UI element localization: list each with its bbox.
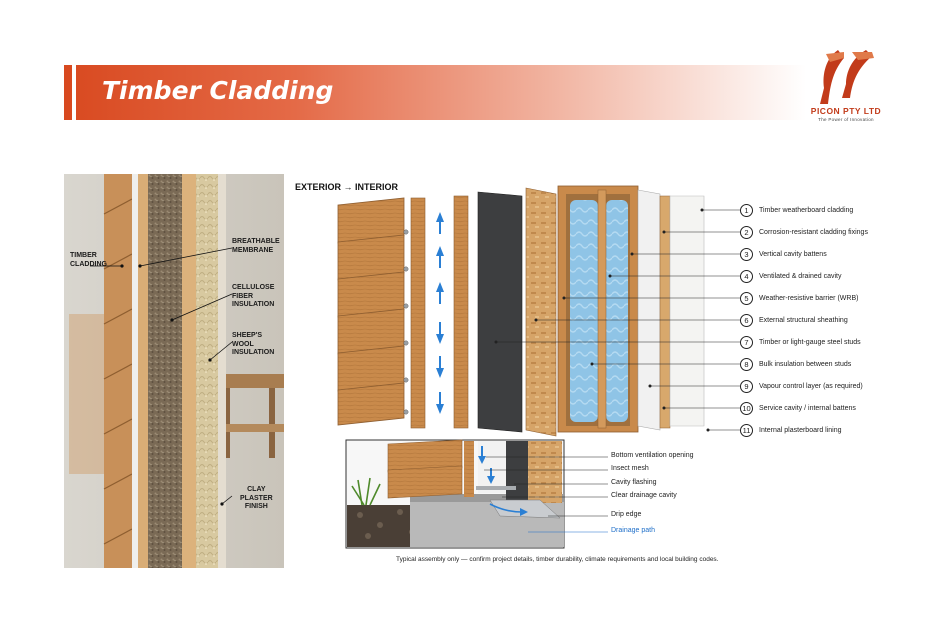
- legend-number: 4: [740, 269, 753, 283]
- label-cellulose-insulation: Cellulose Fiber Insulation: [232, 284, 275, 308]
- legend-item: 4 Ventilated & drained cavity: [740, 269, 842, 283]
- legend-number: 3: [740, 247, 753, 261]
- legend-label: Timber or light-gauge steel studs: [759, 338, 861, 346]
- legend-number: 7: [740, 335, 753, 349]
- legend-number: 2: [740, 225, 753, 239]
- detail-label-insect-mesh: Insect mesh: [611, 465, 649, 472]
- wall-section-photo: Timber Cladding Breathable Membrane Cell…: [64, 174, 284, 568]
- legend-item: 2 Corrosion-resistant cladding fixings: [740, 225, 868, 239]
- legend-item: 3 Vertical cavity battens: [740, 247, 827, 261]
- title-banner: [76, 65, 806, 120]
- banner-accent: [64, 65, 72, 120]
- legend-number: 9: [740, 379, 753, 393]
- legend-label: Corrosion-resistant cladding fixings: [759, 228, 868, 236]
- weatherboard-group: [337, 197, 405, 426]
- detail-label-drainage-path: Drainage path: [611, 527, 655, 534]
- legend-label: Vapour control layer (as required): [759, 382, 863, 390]
- legend-label: Internal plasterboard lining: [759, 426, 842, 434]
- legend-item: 8 Bulk insulation between studs: [740, 357, 851, 371]
- legend-item: 1 Timber weatherboard cladding: [740, 203, 853, 217]
- legend-label: Weather-resistive barrier (WRB): [759, 294, 859, 302]
- legend-number: 6: [740, 313, 753, 327]
- legend-item: 11 Internal plasterboard lining: [740, 423, 842, 437]
- label-wool-insulation: Sheep's Wool Insulation: [232, 332, 275, 356]
- picon-logo-icon: [820, 50, 874, 104]
- legend-label: Ventilated & drained cavity: [759, 272, 842, 280]
- legend-number: 5: [740, 291, 753, 305]
- legend-item: 5 Weather-resistive barrier (WRB): [740, 291, 858, 305]
- legend-label: Vertical cavity battens: [759, 250, 827, 258]
- legend-number: 11: [740, 423, 753, 437]
- label-breathable-membrane: Breathable Membrane: [232, 238, 280, 254]
- diagram-heading: EXTERIOR → INTERIOR: [295, 182, 399, 192]
- footnote: Typical assembly only — confirm project …: [396, 556, 719, 563]
- legend-label: External structural sheathing: [759, 316, 848, 324]
- page-title: Timber Cladding: [102, 76, 334, 105]
- logo-name: PICON PTY LTD: [810, 106, 882, 116]
- base-detail-inset: [345, 439, 608, 549]
- detail-label-ventilation-opening: Bottom ventilation opening: [611, 452, 694, 459]
- detail-label-drainage-cavity: Clear drainage cavity: [611, 492, 677, 499]
- logo-tagline: The Power of Innovation: [818, 117, 874, 122]
- wall-photo-illustration: [64, 174, 284, 568]
- legend-label: Service cavity / internal battens: [759, 404, 856, 412]
- label-clay-plaster: Clay Plaster Finish: [240, 486, 273, 510]
- legend-item: 10 Service cavity / internal battens: [740, 401, 856, 415]
- legend-number: 1: [740, 203, 753, 217]
- legend-number: 8: [740, 357, 753, 371]
- label-timber-cladding: Timber Cladding: [70, 252, 107, 268]
- legend-item: 9 Vapour control layer (as required): [740, 379, 863, 393]
- detail-label-cavity-flashing: Cavity flashing: [611, 479, 657, 486]
- legend-item: 6 External structural sheathing: [740, 313, 848, 327]
- legend-number: 10: [740, 401, 753, 415]
- detail-label-drip-edge: Drip edge: [611, 511, 642, 518]
- legend-item: 7 Timber or light-gauge steel studs: [740, 335, 861, 349]
- legend-label: Bulk insulation between studs: [759, 360, 852, 368]
- legend-label: Timber weatherboard cladding: [759, 206, 854, 214]
